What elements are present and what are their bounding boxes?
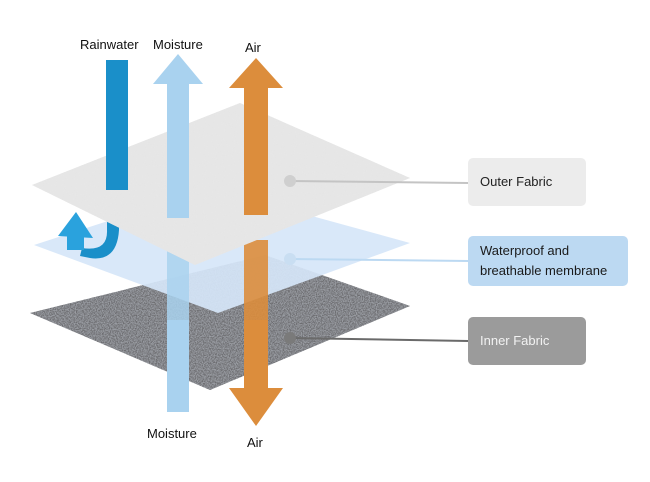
inner-fabric-callout: Inner Fabric	[468, 317, 586, 365]
moisture-arrow-head-up	[153, 54, 203, 84]
outer-fabric-leader	[289, 180, 469, 184]
membrane-leader	[289, 258, 469, 262]
membrane-callout-line1: Waterproof and	[480, 243, 570, 258]
membrane-callout-line2: breathable membrane	[480, 263, 608, 278]
moisture-bottom-label: Moisture	[147, 426, 197, 441]
moisture-arrow-lower	[167, 320, 189, 412]
outer-fabric-callout: Outer Fabric	[468, 158, 586, 206]
rainwater-deflect-head	[58, 212, 93, 238]
air-arrow-head-down	[229, 388, 283, 426]
air-arrow-head-up	[229, 58, 283, 88]
outer-fabric-layer	[32, 103, 410, 265]
inner-fabric-callout-text: Inner Fabric	[480, 333, 550, 348]
moisture-top-label: Moisture	[153, 37, 203, 52]
inner-fabric-leader	[289, 337, 469, 342]
membrane-callout: Waterproof and breathable membrane	[468, 236, 628, 286]
inner-fabric-layer	[30, 255, 410, 390]
outer-fabric-dot	[284, 175, 296, 187]
moisture-arrow-upper	[167, 80, 189, 218]
air-arrow-upper	[244, 85, 268, 215]
membrane-dot	[284, 253, 296, 265]
air-bottom-label: Air	[247, 435, 263, 450]
moisture-arrow-mid	[167, 240, 189, 322]
outer-fabric-callout-text: Outer Fabric	[480, 174, 553, 189]
rainwater-deflect-stem	[67, 236, 84, 250]
air-top-label: Air	[245, 40, 261, 55]
rainwater-arrow	[106, 60, 128, 190]
rainwater-label: Rainwater	[80, 37, 139, 52]
air-arrow-mid	[244, 240, 268, 340]
inner-fabric-dot	[284, 332, 296, 344]
